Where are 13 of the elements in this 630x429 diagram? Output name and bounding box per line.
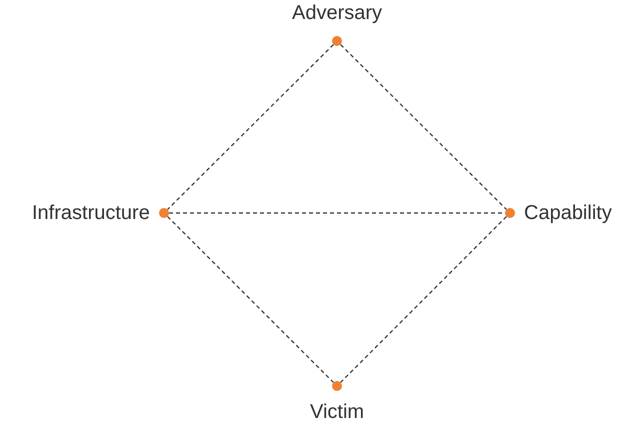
node-label: Capability	[524, 201, 612, 225]
dashed-connector	[340, 216, 507, 383]
node-dot	[505, 208, 515, 218]
node-label: Adversary	[292, 1, 382, 25]
node-dot	[332, 381, 342, 391]
node-label: Infrastructure	[32, 201, 150, 225]
dashed-connector	[340, 44, 507, 210]
dashed-connector	[167, 44, 334, 210]
dashed-connector	[169, 212, 505, 214]
node-dot	[332, 36, 342, 46]
dashed-connector	[167, 216, 334, 383]
node-label: Victim	[310, 400, 364, 424]
node-dot	[159, 208, 169, 218]
